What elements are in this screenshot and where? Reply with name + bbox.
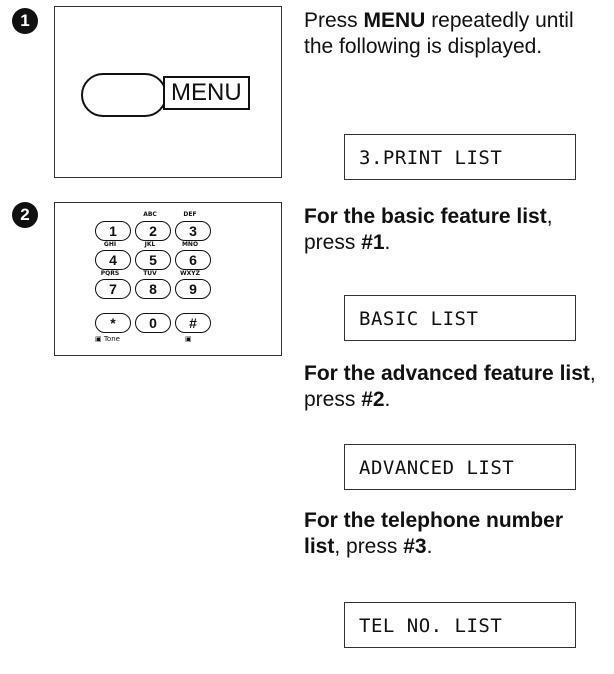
key-letters: PQRS: [93, 270, 127, 277]
keypad-key-star: *: [95, 313, 131, 333]
option-end: .: [385, 388, 391, 411]
keypad-key-1: 1: [95, 221, 131, 241]
key-letters: MNO: [173, 241, 207, 248]
option-end: .: [385, 231, 391, 254]
keypad-key-8: 8: [135, 279, 171, 299]
display-basic-list: BASIC LIST: [344, 295, 576, 341]
option-key: #3: [403, 535, 426, 558]
option-telephone-instruction: For the telephone number list, press #3.: [304, 508, 604, 560]
oval-button-icon: [81, 73, 167, 117]
step-2-marker: 2: [12, 202, 38, 228]
keypad-key-9: 9: [175, 279, 211, 299]
keypad-key-5: 5: [135, 250, 171, 270]
keypad-key-7: 7: [95, 279, 131, 299]
option-key: #1: [361, 231, 384, 254]
key-letters: WXYZ: [173, 270, 207, 277]
display-tel-no-list: TEL NO. LIST: [344, 602, 576, 648]
menu-button-illustration: MENU: [54, 6, 282, 178]
keypad-key-6: 6: [175, 250, 211, 270]
step-1-instruction: Press MENU repeatedly until the followin…: [304, 8, 604, 60]
option-text: , press: [334, 535, 403, 558]
option-title: For the basic feature list: [304, 205, 547, 228]
key-letters: JKL: [133, 241, 167, 248]
option-advanced-instruction: For the advanced feature list, press #2.: [304, 361, 604, 413]
key-letters: ABC: [133, 211, 167, 218]
hash-key-icon: ▣: [185, 335, 192, 343]
instruction-text: Press: [304, 9, 364, 32]
key-letters: DEF: [173, 211, 207, 218]
menu-button-label: MENU: [163, 76, 250, 110]
keypad-key-hash: #: [175, 313, 211, 333]
option-key: #2: [361, 388, 384, 411]
tone-label: ▣ Tone: [95, 335, 120, 343]
option-end: .: [427, 535, 433, 558]
option-basic-instruction: For the basic feature list, press #1.: [304, 204, 604, 256]
display-print-list: 3.PRINT LIST: [344, 134, 576, 180]
keypad-key-3: 3: [175, 221, 211, 241]
keypad-key-4: 4: [95, 250, 131, 270]
keypad-key-2: 2: [135, 221, 171, 241]
option-title: For the advanced feature list: [304, 362, 590, 385]
tone-text: Tone: [104, 335, 120, 343]
step-1-marker: 1: [12, 8, 38, 34]
menu-key-name: MENU: [364, 9, 426, 32]
key-letters: TUV: [133, 270, 167, 277]
display-advanced-list: ADVANCED LIST: [344, 444, 576, 490]
key-letters: GHI: [93, 241, 127, 248]
keypad-key-0: 0: [135, 313, 171, 333]
dial-keypad-illustration: ABC DEF 1 2 3 GHI JKL MNO 4 5 6 PQRS TUV…: [54, 202, 282, 356]
